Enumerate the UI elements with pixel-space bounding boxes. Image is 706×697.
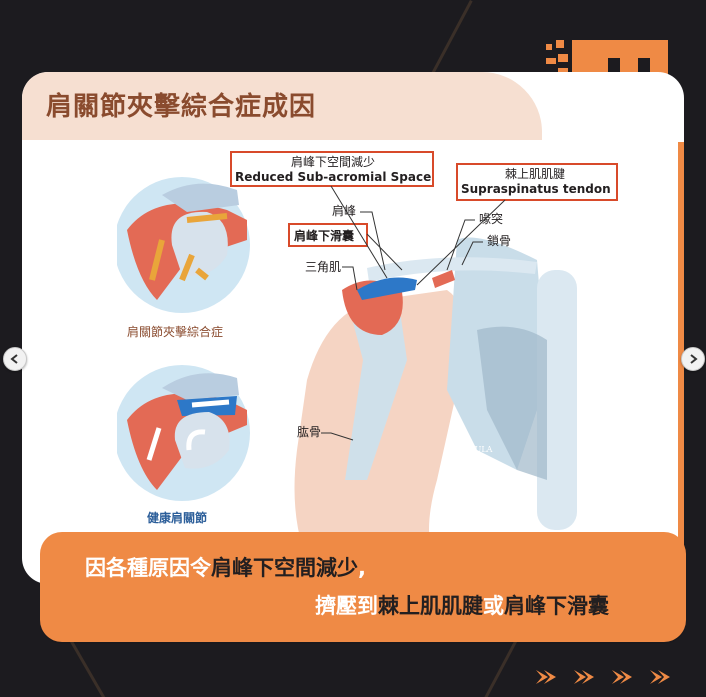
deltoid-label: 三角肌 bbox=[305, 260, 341, 274]
double-chevron-icon bbox=[574, 670, 594, 684]
supraspinatus-label-en: Supraspinatus tendon bbox=[461, 182, 611, 196]
chevron-right-icon bbox=[690, 354, 698, 364]
reduced-space-box bbox=[230, 151, 434, 187]
page-title: 肩關節夾擊綜合症成因 bbox=[46, 92, 317, 122]
title-bar: 肩關節夾擊綜合症成因 bbox=[22, 72, 542, 140]
clavicle-label: 鎖骨 bbox=[487, 233, 511, 248]
shoulder-illustration: SCAPULA 肩峰下空間減少 Reduced Sub-acromial Spa… bbox=[117, 151, 618, 580]
healthy-circle bbox=[117, 365, 250, 501]
acromion-label: 肩峰 bbox=[332, 203, 356, 218]
caption-highlight: 肩峰下滑囊 bbox=[504, 594, 609, 618]
impingement-circle bbox=[117, 177, 250, 313]
coracoid-label: 喙突 bbox=[479, 211, 503, 226]
caption-highlight: 棘上肌肌腱 bbox=[378, 594, 483, 618]
scapula-label: SCAPULA bbox=[452, 445, 493, 454]
leader-lines bbox=[321, 185, 506, 441]
double-chevron-icon bbox=[650, 670, 670, 684]
next-button[interactable] bbox=[681, 347, 705, 371]
caption-text: 擠壓到 bbox=[315, 594, 378, 618]
double-chevron-icon bbox=[612, 670, 632, 684]
skeleton bbox=[342, 237, 577, 530]
humerus-label: 肱骨 bbox=[297, 424, 321, 439]
caption-line-1: 因各種原因令肩峰下空間減少, bbox=[85, 552, 366, 582]
double-chevron-icon bbox=[536, 670, 556, 684]
prev-button[interactable] bbox=[3, 347, 27, 371]
healthy-caption: 健康肩關節 bbox=[147, 510, 207, 525]
caption-text: 或 bbox=[483, 594, 504, 618]
bursa-label: 肩峰下滑囊 bbox=[294, 228, 355, 243]
bursa-box bbox=[288, 223, 368, 247]
reduced-space-label-zh: 肩峰下空間減少 bbox=[291, 154, 375, 169]
supraspinatus-box bbox=[456, 163, 618, 201]
caption-text: , bbox=[358, 556, 366, 580]
supraspinatus-label-zh: 棘上肌肌腱 bbox=[505, 167, 565, 181]
content-card: 肩關節夾擊綜合症成因 bbox=[22, 72, 684, 584]
chevron-left-icon bbox=[10, 354, 18, 364]
caption-line-2: 擠壓到棘上肌肌腱或肩峰下滑囊 bbox=[315, 590, 609, 620]
caption-box: 因各種原因令肩峰下空間減少, 擠壓到棘上肌肌腱或肩峰下滑囊 bbox=[40, 532, 686, 642]
caption-text: 因各種原因令 bbox=[85, 556, 211, 580]
caption-highlight: 肩峰下空間減少 bbox=[211, 556, 358, 580]
impingement-caption: 肩關節夾擊綜合症 bbox=[127, 324, 223, 339]
reduced-space-label-en: Reduced Sub-acromial Space bbox=[235, 170, 431, 184]
